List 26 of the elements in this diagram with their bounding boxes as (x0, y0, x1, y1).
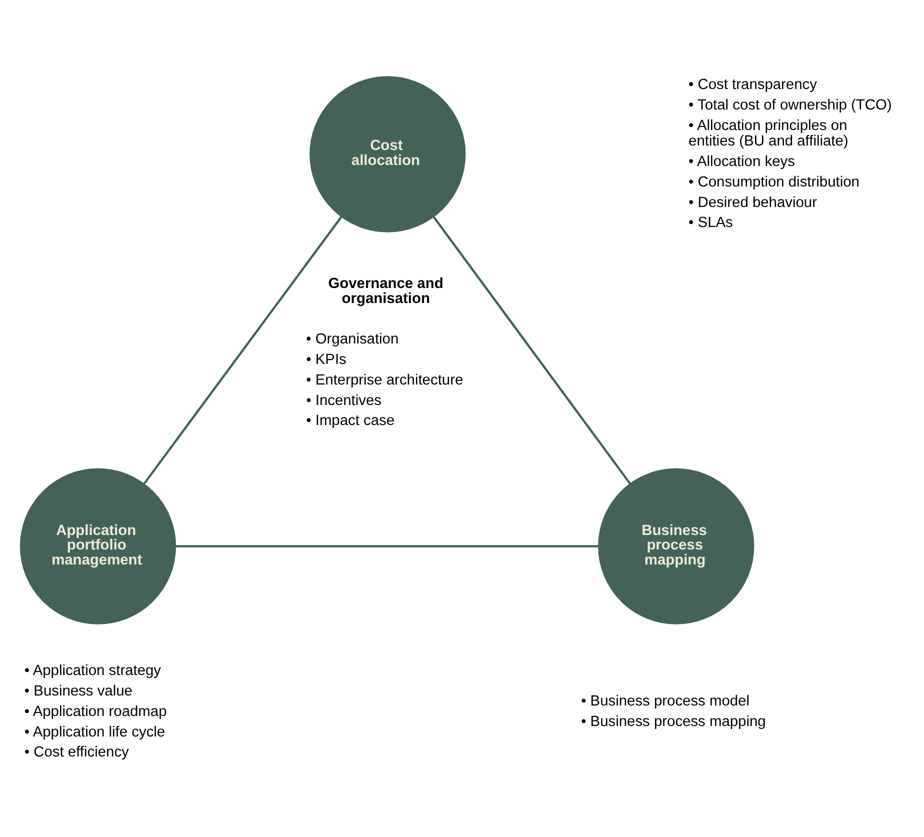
node-label: • Business value (24, 683, 132, 700)
node-label: • Business process mapping (581, 714, 766, 730)
node-label: • Desired behaviour (688, 194, 817, 210)
node-label: • Application strategy (24, 662, 162, 679)
node-label: • Application life cycle (24, 724, 166, 740)
node-circle: Application portfolio management (20, 468, 176, 624)
connector (176, 544, 598, 547)
label: • KPIs (306, 352, 346, 368)
node-label: • Cost efficiency (24, 744, 129, 760)
node-label: • Total cost of ownership (TCO) (688, 96, 892, 113)
node-circle: Cost allocation (310, 76, 466, 232)
node-label: • Business process model (581, 693, 750, 710)
label: • Incentives (306, 392, 382, 408)
connector (432, 216, 631, 484)
label: • Enterprise architecture (306, 372, 464, 388)
connector (143, 216, 342, 484)
label: • Impact case (306, 412, 395, 429)
node-label: • SLAs (688, 214, 733, 231)
node-label: • Application roadmap (24, 703, 167, 720)
node-label: • Allocation principles on entities (BU and affiliate) (688, 117, 848, 150)
node-circle: Business process mapping (598, 468, 754, 624)
node-label: • Cost transparency (688, 76, 817, 93)
label: Governance and organisation (328, 276, 444, 306)
node-label: • Allocation keys (688, 154, 795, 170)
node-label: • Consumption distribution (688, 174, 860, 190)
label: • Organisation (306, 331, 399, 348)
